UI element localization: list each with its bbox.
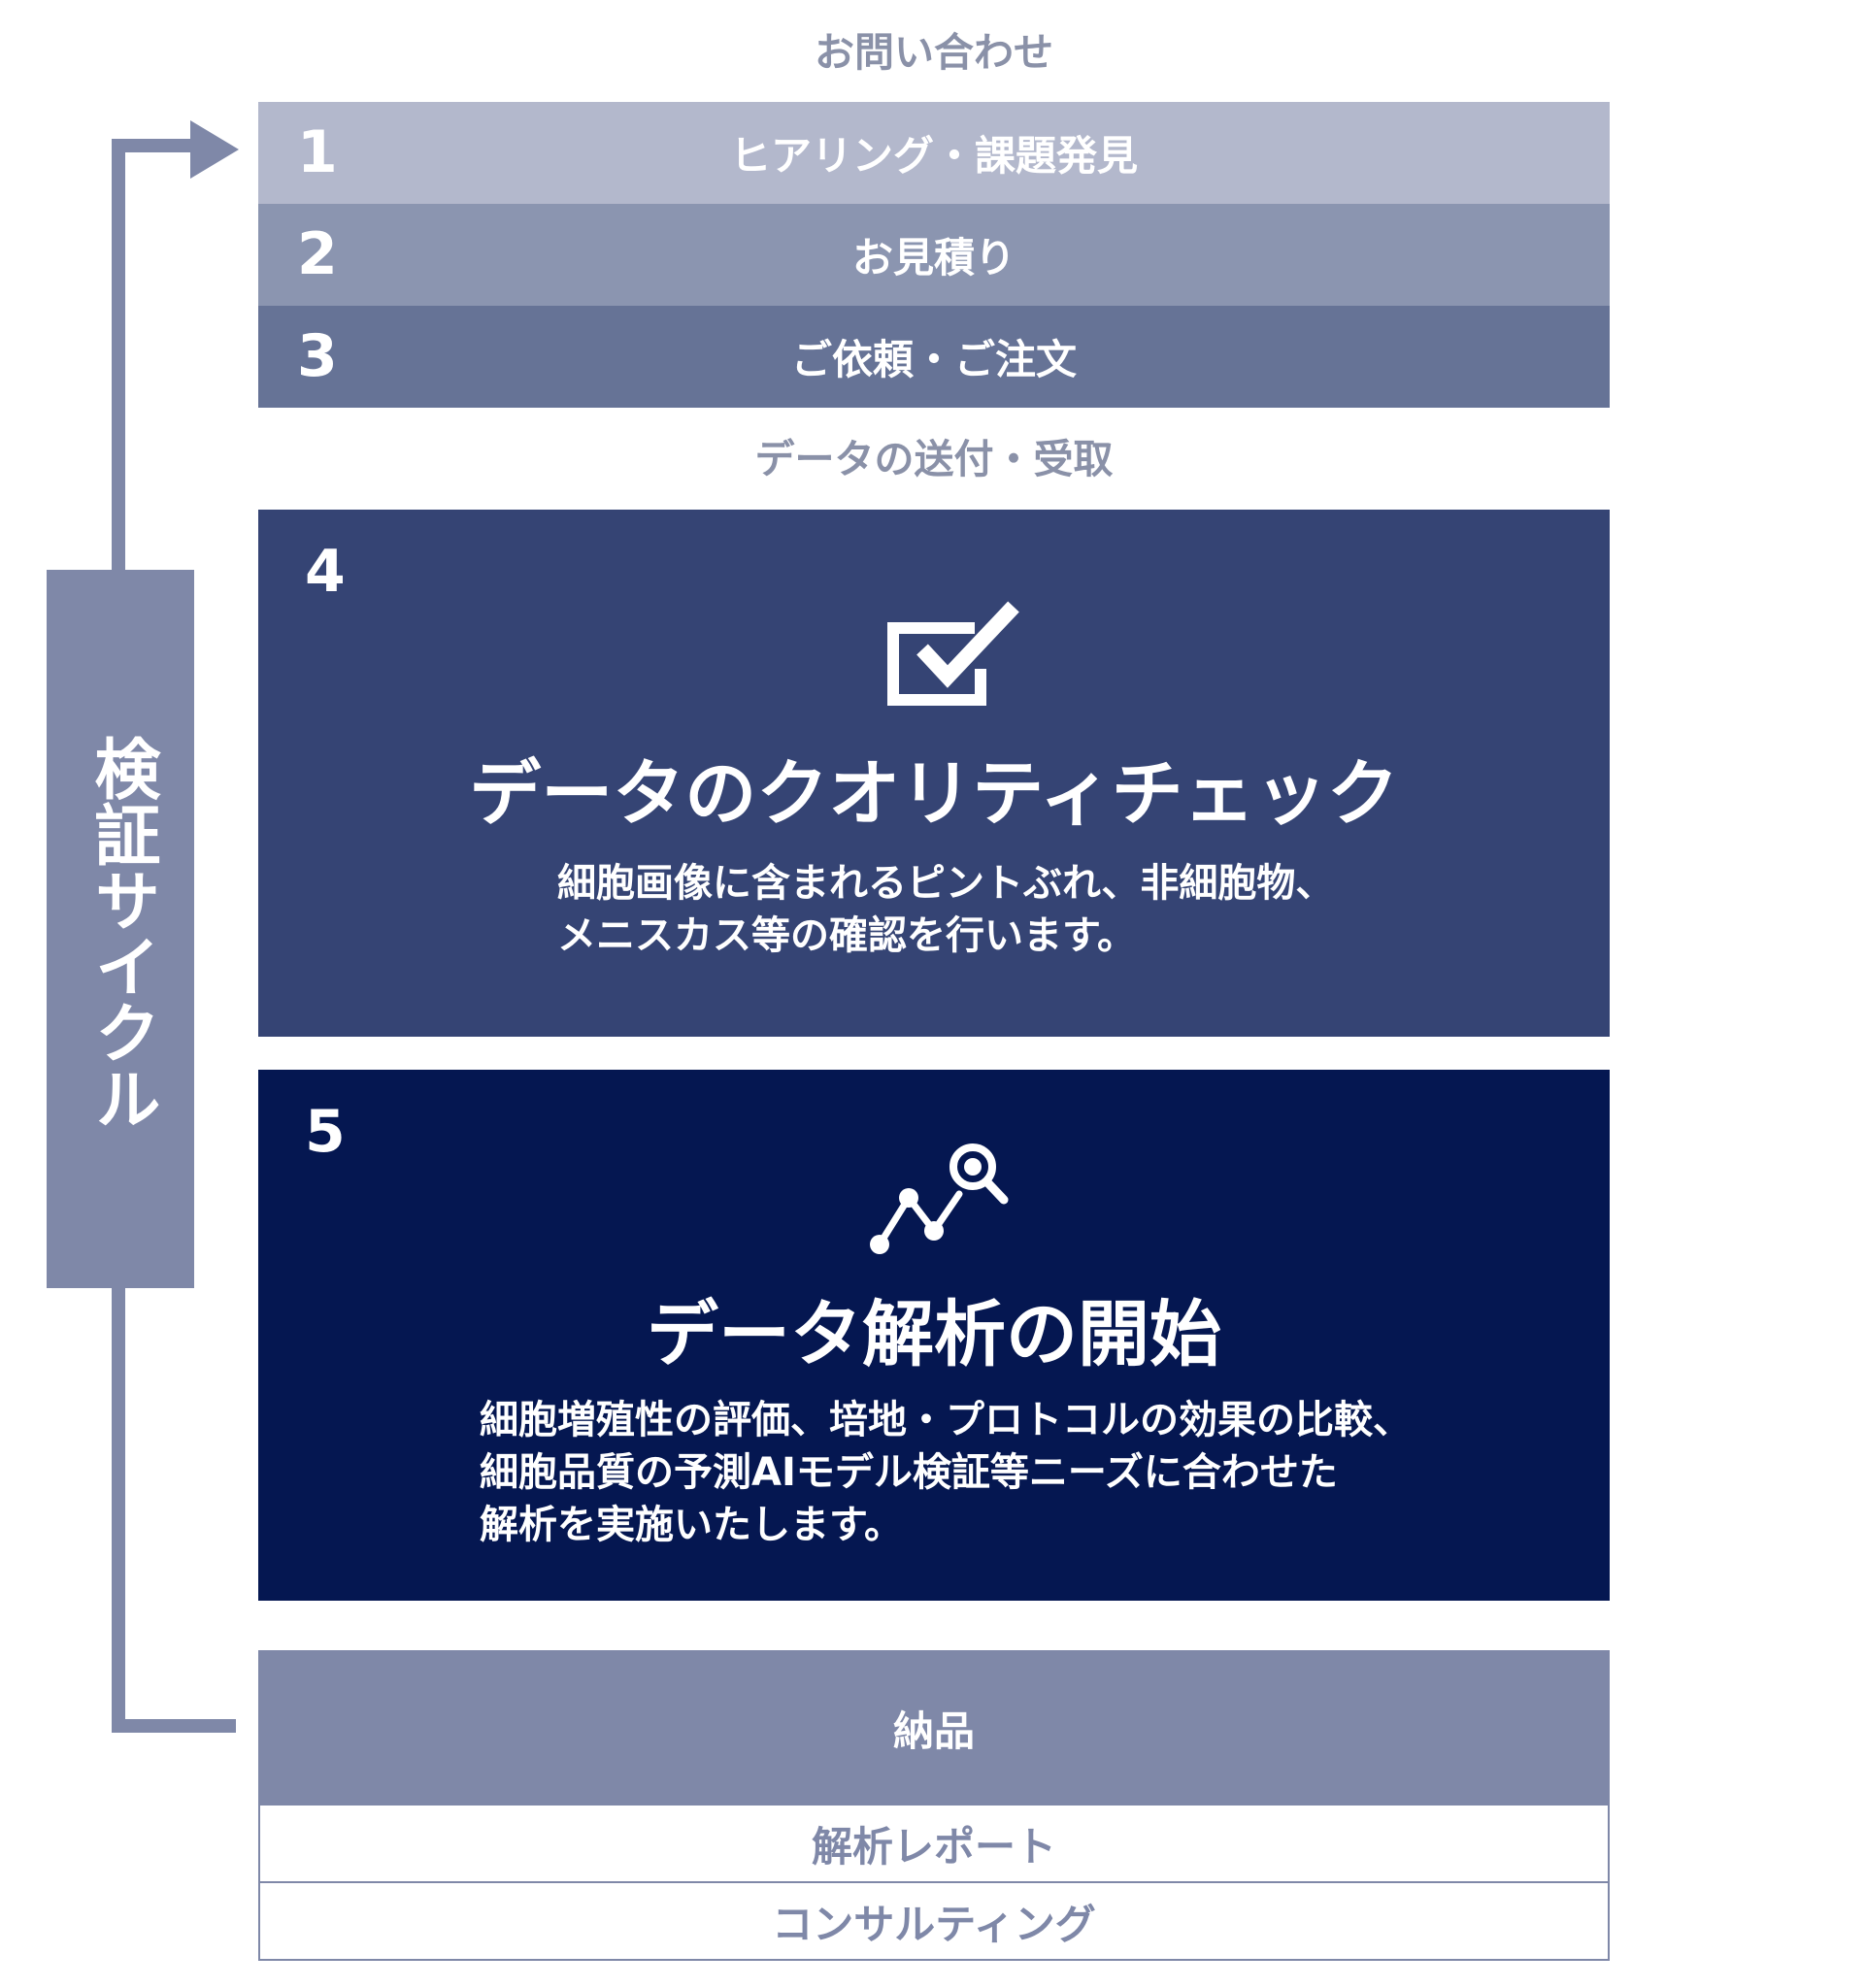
description-line: 細胞品質の予測AIモデル検証等ニーズに合わせた <box>480 1450 1338 1495</box>
chart-search-icon <box>870 1143 1009 1254</box>
analysis-panel: 5 データ解析の開始 細胞増殖性の評価、培地・プロトコルの効果の比較、 細胞品質… <box>258 1070 1610 1601</box>
quality-check-panel: 4 データのクオリティチェック 細胞画像に含まれるピントぶれ、非細胞物、 メニス… <box>258 510 1610 1037</box>
step-number: 1 <box>297 118 338 186</box>
description-line: 細胞画像に含まれるピントぶれ、非細胞物、 <box>557 861 1335 906</box>
inquiry-label: お問い合わせ <box>815 29 1053 76</box>
output-analysis-report: 解析レポート <box>258 1806 1610 1883</box>
step-3-order: 3 ご依頼・ご注文 <box>258 306 1610 408</box>
verification-cycle-box: 検証サイクル <box>47 570 194 1288</box>
step-1-hearing: 1 ヒアリング・課題発見 <box>258 102 1610 204</box>
step-number: 4 <box>305 538 346 606</box>
step-number: 5 <box>305 1098 346 1166</box>
data-transfer-label: データの送付・受取 <box>754 436 1114 482</box>
step-number: 2 <box>297 220 338 288</box>
description-line: メニスカス等の確認を行います。 <box>557 913 1136 958</box>
step-label: お見積り <box>851 234 1016 282</box>
step-label: ヒアリング・課題発見 <box>729 132 1138 180</box>
quality-check-description: 細胞画像に含まれるピントぶれ、非細胞物、 メニスカス等の確認を行います。 <box>557 857 1334 962</box>
verification-cycle-label: 検証サイクル <box>83 735 159 1131</box>
delivery-block: 納品 <box>258 1650 1610 1806</box>
step-label: ご依頼・ご注文 <box>790 336 1077 383</box>
output-consulting: コンサルティング <box>258 1883 1610 1961</box>
analysis-title: データ解析の開始 <box>647 1293 1221 1376</box>
checkbox-icon <box>887 601 1019 706</box>
step-number: 3 <box>297 322 338 390</box>
quality-check-title: データのクオリティチェック <box>469 752 1399 836</box>
analysis-description: 細胞増殖性の評価、培地・プロトコルの効果の比較、 細胞品質の予測AIモデル検証等… <box>480 1394 1412 1551</box>
description-line: 細胞増殖性の評価、培地・プロトコルの効果の比較、 <box>480 1398 1412 1442</box>
arrow-head-icon <box>190 120 239 179</box>
step-2-estimate: 2 お見積り <box>258 204 1610 306</box>
description-line: 解析を実施いたします。 <box>480 1503 903 1547</box>
